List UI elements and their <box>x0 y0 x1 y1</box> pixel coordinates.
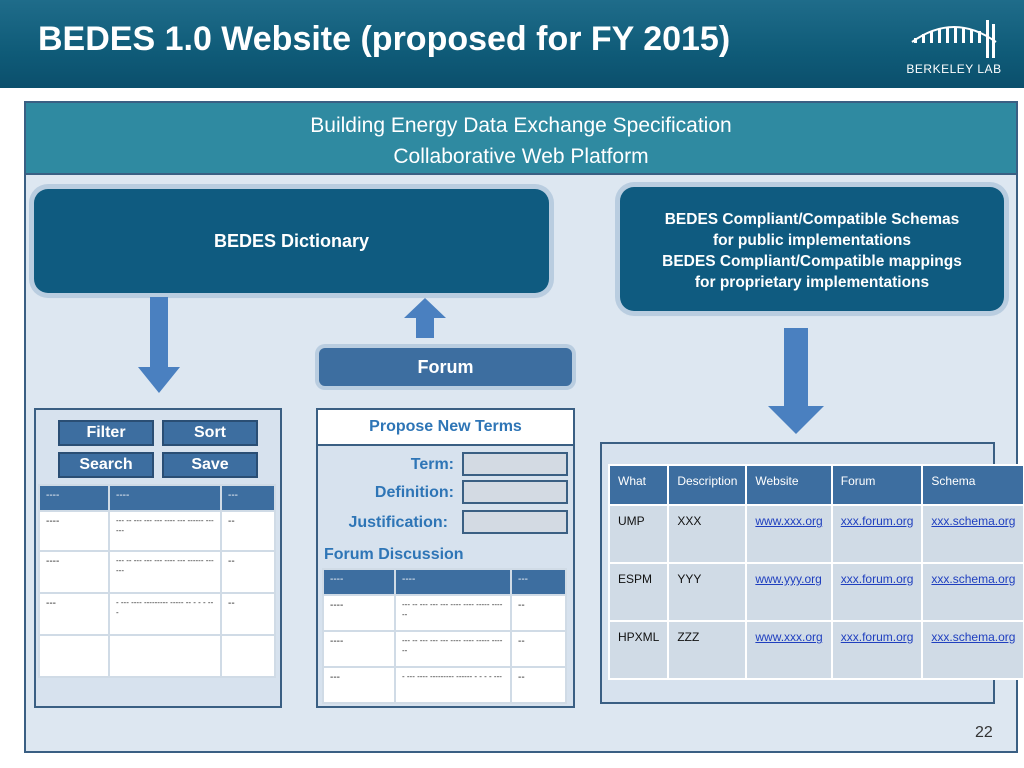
column-header[interactable]: Forum <box>830 464 924 506</box>
dictionary-panel: Filter Sort Search Save ---- ---- --- --… <box>34 408 282 708</box>
platform-line-1: Building Energy Data Exchange Specificat… <box>310 114 732 137</box>
column-header[interactable]: Website <box>745 464 833 506</box>
cell: --- -- --- --- --- ---- ---- ----- -----… <box>394 594 512 632</box>
cell: -- <box>510 594 567 632</box>
arrow-up-icon <box>404 298 446 338</box>
dictionary-table: ---- ---- --- ---- --- -- --- --- --- --… <box>38 484 276 678</box>
cell: XXX <box>667 504 748 564</box>
cell: -- <box>220 550 276 594</box>
forum-link[interactable]: xxx.forum.org <box>840 572 914 586</box>
table-row[interactable]: ---- --- -- --- --- --- ---- --- ------ … <box>38 510 276 552</box>
schemas-line-1: BEDES Compliant/Compatible Schemas <box>664 211 960 228</box>
definition-label: Definition: <box>374 484 454 501</box>
arrow-down-icon <box>768 328 824 434</box>
cell: --- <box>38 592 110 636</box>
column-header[interactable]: What <box>607 464 670 506</box>
cell <box>108 634 222 678</box>
save-button[interactable]: Save <box>162 452 258 478</box>
cell: YYY <box>667 562 748 622</box>
cell: - --- ---- --------- ------ - - - - --- <box>394 666 512 704</box>
compliant-schemas-box[interactable]: BEDES Compliant/Compatible Schemas for p… <box>620 187 1004 311</box>
forum-link[interactable]: xxx.forum.org <box>840 630 914 644</box>
cell: - --- ---- --------- ----- -- - - - --- <box>108 592 222 636</box>
cell: --- -- --- --- --- ---- --- ------ -----… <box>108 510 222 552</box>
schemas-line-4: for proprietary implementations <box>694 274 930 291</box>
sort-button[interactable]: Sort <box>162 420 258 446</box>
justification-label: Justification: <box>348 514 448 531</box>
table-row[interactable]: --- - --- ---- --------- ------ - - - - … <box>322 666 567 704</box>
propose-terms-header <box>318 410 573 446</box>
table-row[interactable]: UMP XXX www.xxx.org xxx.forum.org xxx.sc… <box>607 504 1024 564</box>
table-row[interactable]: ---- --- -- --- --- --- ---- --- ------ … <box>38 550 276 594</box>
justification-input[interactable] <box>462 510 568 534</box>
forum-link[interactable]: xxx.forum.org <box>840 514 914 528</box>
table-row[interactable]: HPXML ZZZ www.xxx.org xxx.forum.org xxx.… <box>607 620 1024 680</box>
slide-header: BEDES 1.0 Website (proposed for FY 2015)… <box>0 0 1024 88</box>
schemas-line-3: BEDES Compliant/Compatible mappings <box>662 253 962 270</box>
cell: -- <box>220 592 276 636</box>
page-number: 22 <box>975 724 993 741</box>
cell: ---- <box>38 550 110 594</box>
cell: -- <box>510 630 567 668</box>
column-header[interactable]: ---- <box>394 568 512 596</box>
propose-terms-title[interactable]: Propose New Terms <box>369 418 522 435</box>
term-input[interactable] <box>462 452 568 476</box>
cell: --- -- --- --- --- ---- ---- ----- -----… <box>394 630 512 668</box>
website-link[interactable]: www.xxx.org <box>755 514 823 528</box>
column-header[interactable]: ---- <box>108 484 222 512</box>
bedes-dictionary-label: BEDES Dictionary <box>213 231 370 251</box>
berkeley-lab-logo: BERKELEY LAB <box>906 12 1002 78</box>
column-header[interactable]: --- <box>220 484 276 512</box>
cell: ---- <box>38 510 110 552</box>
arrow-down-icon <box>138 297 180 393</box>
cell <box>38 634 110 678</box>
cell: ---- <box>322 630 396 668</box>
term-label: Term: <box>410 456 454 473</box>
forum-box[interactable]: Forum <box>319 348 572 386</box>
logo-text: BERKELEY LAB <box>906 62 1002 76</box>
bedes-dictionary-box[interactable]: BEDES Dictionary <box>34 189 549 293</box>
berkeley-lab-arc-icon <box>911 20 997 58</box>
forum-discussion-table: ---- ---- --- ---- --- -- --- --- --- --… <box>322 568 567 704</box>
cell: --- <box>322 666 396 704</box>
definition-input[interactable] <box>462 480 568 504</box>
filter-button[interactable]: Filter <box>58 420 154 446</box>
cell: --- -- --- --- --- ---- --- ------ -----… <box>108 550 222 594</box>
schemas-panel: What Description Website Forum Schema UM… <box>600 442 1024 704</box>
cell: UMP <box>607 504 670 564</box>
column-header[interactable]: Schema <box>921 464 1024 506</box>
table-row[interactable]: ---- --- -- --- --- --- ---- ---- ----- … <box>322 630 567 668</box>
cell: ESPM <box>607 562 670 622</box>
column-header[interactable]: ---- <box>38 484 110 512</box>
platform-heading: Building Energy Data Exchange Specificat… <box>26 103 1016 175</box>
platform-line-2: Collaborative Web Platform <box>393 145 649 168</box>
cell: -- <box>220 510 276 552</box>
schema-link[interactable]: xxx.schema.org <box>931 630 1016 644</box>
forum-discussion-label: Forum Discussion <box>324 546 464 563</box>
schemas-line-2: for public implementations <box>712 232 912 249</box>
cell: ZZZ <box>667 620 748 680</box>
table-row[interactable] <box>38 634 276 678</box>
search-button[interactable]: Search <box>58 452 154 478</box>
website-link[interactable]: www.yyy.org <box>755 572 822 586</box>
cell: ---- <box>322 594 396 632</box>
schema-link[interactable]: xxx.schema.org <box>931 514 1016 528</box>
column-header[interactable]: ---- <box>322 568 396 596</box>
schema-link[interactable]: xxx.schema.org <box>931 572 1016 586</box>
website-link[interactable]: www.xxx.org <box>755 630 823 644</box>
column-header[interactable]: --- <box>510 568 567 596</box>
column-header[interactable]: Description <box>667 464 748 506</box>
forum-panel: Propose New Terms Term: Definition: Just… <box>316 408 575 708</box>
schemas-table: What Description Website Forum Schema UM… <box>607 464 1024 680</box>
table-row[interactable]: ESPM YYY www.yyy.org xxx.forum.org xxx.s… <box>607 562 1024 622</box>
cell <box>220 634 276 678</box>
slide-title: BEDES 1.0 Website (proposed for FY 2015) <box>38 20 731 58</box>
cell: HPXML <box>607 620 670 680</box>
table-row[interactable]: --- - --- ---- --------- ----- -- - - - … <box>38 592 276 636</box>
cell: -- <box>510 666 567 704</box>
table-row[interactable]: ---- --- -- --- --- --- ---- ---- ----- … <box>322 594 567 632</box>
